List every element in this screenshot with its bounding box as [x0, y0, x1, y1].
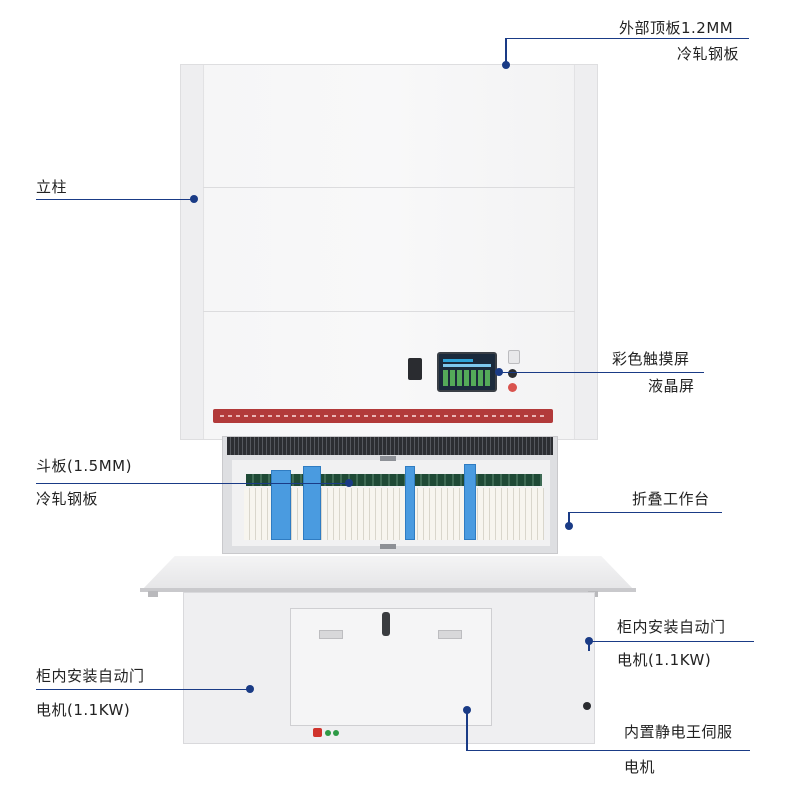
- callout-touchscreen-line2: 液晶屏: [648, 377, 695, 395]
- door-handle: [319, 630, 343, 639]
- tray-label: [380, 456, 396, 461]
- callout-line: [36, 199, 194, 200]
- tray-label: [380, 544, 396, 549]
- panel-seam: [203, 311, 575, 312]
- callout-servo-motor-line1: 内置静电王伺服: [624, 723, 733, 741]
- callout-door-motor-left-line1: 柜内安装自动门: [36, 667, 145, 685]
- callout-line: [466, 750, 750, 751]
- callout-line: [36, 689, 250, 690]
- callout-dot: [585, 637, 593, 645]
- tray-divider: [303, 466, 321, 540]
- screen-data-grid: [443, 370, 491, 386]
- callout-top-panel-line1: 外部顶板1.2MM: [619, 19, 734, 37]
- callout-dot: [495, 368, 503, 376]
- callout-line: [588, 641, 590, 651]
- tray-top-slats: [227, 437, 553, 455]
- callout-worktable: 折叠工作台: [632, 490, 710, 508]
- callout-tray-line1: 斗板(1.5MM): [36, 457, 132, 475]
- left-column: [181, 65, 204, 439]
- screen-header-bar: [443, 359, 473, 362]
- callout-line: [505, 38, 507, 65]
- callout-column: 立柱: [36, 178, 68, 196]
- callout-dot: [190, 195, 198, 203]
- access-door: [290, 608, 492, 726]
- callout-line: [588, 641, 754, 642]
- indicator-light-icon: [508, 350, 520, 364]
- door-handle: [438, 630, 462, 639]
- callout-dot: [463, 706, 471, 714]
- key-lock-icon: [382, 612, 390, 636]
- callout-top-panel-line2: 冷轧钢板: [677, 45, 740, 63]
- callout-line: [568, 512, 570, 526]
- file-folders: [244, 488, 544, 540]
- screen-status-bar: [443, 364, 491, 367]
- power-button-icon: [313, 728, 322, 737]
- tray-divider: [464, 464, 476, 540]
- cabinet-upper-body: [180, 64, 598, 440]
- panel-seam: [203, 187, 575, 188]
- callout-tray-line2: 冷轧钢板: [36, 490, 99, 508]
- callout-servo-motor-line2: 电机: [624, 758, 656, 776]
- lock-icon: [408, 358, 422, 380]
- callout-line: [466, 710, 468, 750]
- callout-dot: [246, 685, 254, 693]
- callout-dot: [502, 61, 510, 69]
- right-column: [574, 65, 597, 439]
- status-led-icon: [325, 730, 331, 736]
- status-led-icon: [333, 730, 339, 736]
- callout-line: [505, 38, 749, 39]
- callout-dot: [345, 479, 353, 487]
- callout-dot: [565, 522, 573, 530]
- callout-touchscreen-line1: 彩色触摸屏: [612, 350, 690, 368]
- callout-line: [499, 372, 704, 373]
- worktable-edge: [140, 588, 636, 592]
- callout-line: [36, 483, 349, 484]
- emergency-stop-icon: [508, 369, 517, 378]
- callout-door-motor-right-line2: 电机(1.1KW): [617, 651, 712, 669]
- table-bracket: [148, 591, 158, 597]
- side-lock-icon: [583, 702, 591, 710]
- touch-screen-icon: [437, 352, 497, 392]
- folding-worktable: [140, 556, 636, 592]
- callout-door-motor-right-line1: 柜内安装自动门: [617, 618, 726, 636]
- tray-divider: [271, 470, 291, 540]
- warning-light-dots: [220, 415, 546, 417]
- callout-line: [568, 512, 722, 513]
- callout-door-motor-left-line2: 电机(1.1KW): [36, 701, 131, 719]
- tray-divider: [405, 466, 415, 540]
- alarm-light-icon: [508, 383, 517, 392]
